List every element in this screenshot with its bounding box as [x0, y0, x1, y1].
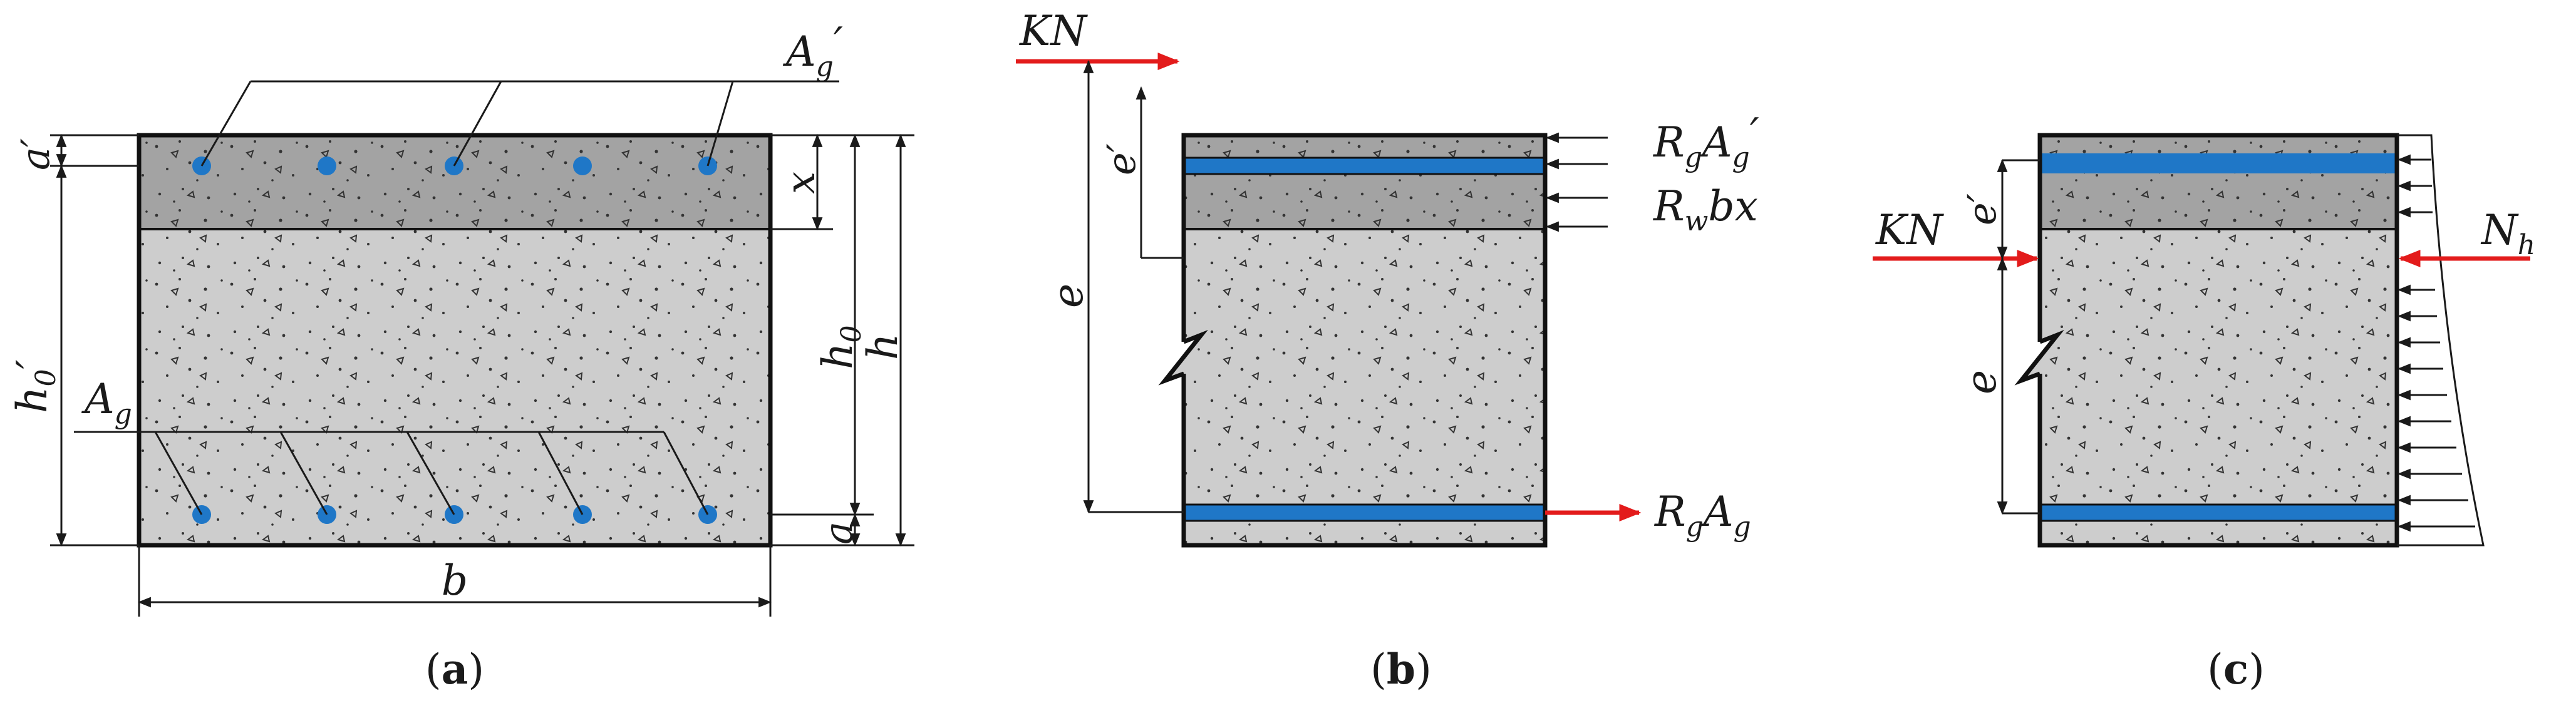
caption-a: (a)	[425, 645, 484, 694]
label-e: e	[1044, 284, 1092, 308]
label-h0: h0	[814, 325, 867, 369]
caption-c: (c)	[2207, 645, 2265, 694]
label-x: x	[778, 172, 824, 194]
label-h0-prime: h0′	[8, 359, 62, 413]
panel-b: KN e′ e RgAg′ Rwbx RgAg (b)	[1016, 7, 1759, 694]
internal-force-arrows	[1545, 132, 1608, 232]
label-Ag: Ag	[81, 375, 132, 430]
label-RgAg: RgAg	[1654, 488, 1751, 543]
section-outline	[1158, 133, 1548, 548]
top-rebar	[318, 156, 336, 175]
stress-distribution	[2397, 134, 2485, 546]
bottom-rebar-layer	[2039, 503, 2398, 522]
dimension-left	[50, 133, 139, 547]
caption-b: (b)	[1370, 645, 1432, 694]
label-Nh: Nh	[2480, 206, 2535, 261]
eccentricity-dimensions	[1083, 59, 1184, 514]
dimension-right	[770, 133, 914, 547]
section-outline	[2014, 133, 2399, 548]
label-e-prime: e′	[1959, 193, 2005, 225]
top-rebar-layer	[2040, 153, 2397, 173]
bottom-rebar-layer	[1182, 503, 1546, 522]
leader-lines-bottom	[74, 431, 709, 515]
label-KN: KN	[1019, 7, 1088, 55]
label-Rwbx: Rwbx	[1653, 182, 1758, 237]
label-Ag-prime: Ag′	[782, 19, 843, 83]
top-rebar	[573, 156, 592, 175]
panel-a: a′ h0′ x h0 h a b Ag′ Ag (a)	[8, 19, 914, 694]
label-RgAg-prime: RgAg′	[1653, 110, 1759, 173]
label-b: b	[442, 557, 468, 605]
label-h: h	[859, 333, 907, 360]
section-outline	[137, 133, 773, 548]
label-e-prime: e′	[1099, 143, 1144, 175]
dimension-bottom	[137, 545, 772, 617]
label-KN: KN	[1875, 206, 1944, 254]
top-rebar-layer	[1182, 156, 1546, 175]
panel-c: KN e′ e Nh (c)	[1873, 133, 2535, 694]
label-a: a	[815, 521, 861, 545]
label-a-prime: a′	[13, 138, 58, 170]
label-e: e	[1957, 370, 2005, 394]
eccentricity-dimensions	[1997, 158, 2040, 515]
leader-lines-top	[200, 80, 839, 167]
